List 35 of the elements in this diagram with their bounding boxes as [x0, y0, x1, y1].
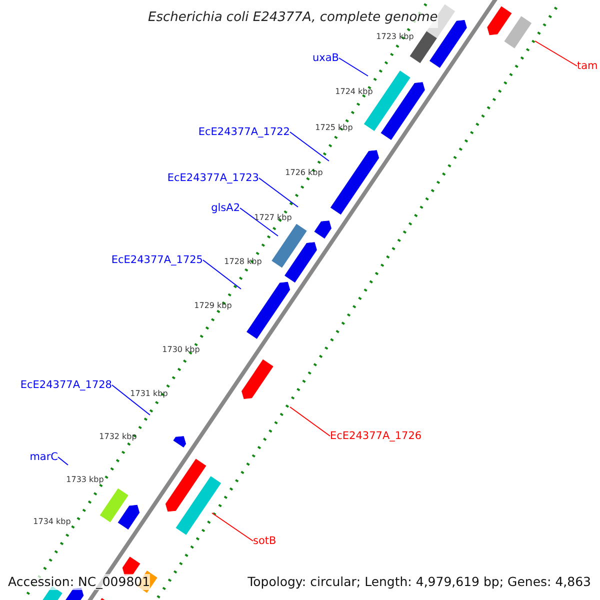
tick-label: 1729 kbp [194, 300, 232, 312]
tick-label: 1723 kbp [376, 31, 414, 43]
leader-line [112, 384, 150, 416]
leader-line [338, 58, 368, 76]
gene-label: EcE24377A_1725 [111, 252, 203, 268]
gene-label: marC [30, 449, 58, 465]
gene-label: uxaB [312, 50, 339, 66]
tick-label: 1733 kbp [66, 474, 104, 486]
gene-label: glsA2 [211, 200, 240, 216]
leader-line [212, 512, 254, 542]
diagram-title: Escherichia coli E24377A, complete genome [148, 8, 438, 28]
leader-line [290, 406, 330, 436]
tick-label: 1728 kbp [224, 256, 262, 268]
leader-line [258, 178, 298, 208]
tick-label: 1725 kbp [315, 122, 353, 134]
gene-label: EcE24377A_1728 [20, 377, 112, 393]
tick-label: 1734 kbp [33, 516, 71, 528]
gene-label: EcE24377A_1723 [167, 170, 259, 186]
tick-label: 1732 kbp [99, 431, 137, 443]
leader-line [290, 132, 330, 162]
leader-line [240, 208, 278, 236]
gene-label: EcE24377A_1722 [198, 124, 290, 140]
info-text: Accession: NC_009801 [8, 574, 150, 590]
tick-label: 1730 kbp [162, 344, 200, 356]
tick-label: 1731 kbp [130, 388, 168, 400]
gene-label: sotB [253, 533, 276, 549]
gene-label: EcE24377A_1726 [330, 428, 422, 444]
tick-label: 1726 kbp [285, 167, 323, 179]
leader-line [58, 456, 68, 466]
tick-label: 1727 kbp [254, 212, 292, 224]
info-text: Topology: circular; Length: 4,979,619 bp; Genes: 4,863 [248, 574, 591, 590]
tick-label: 1724 kbp [335, 86, 373, 98]
leader-line [534, 40, 578, 66]
leader-line [202, 260, 242, 290]
gene-label: tam [577, 58, 598, 74]
